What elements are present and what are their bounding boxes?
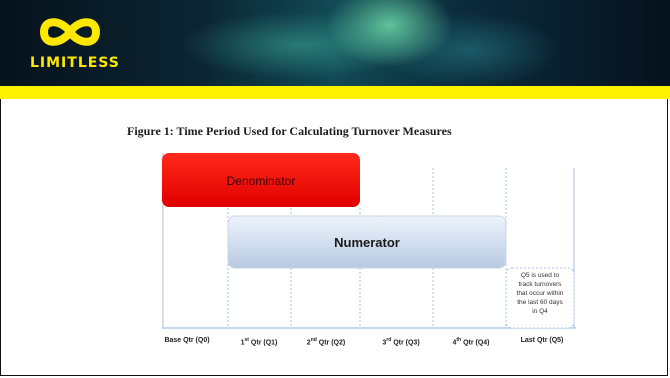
numerator-bar <box>227 215 507 269</box>
turnover-period-diagram: Denominator Numerator Q5 is used to track… <box>162 153 576 329</box>
infinity-icon <box>39 18 101 46</box>
q5-note-box <box>505 267 575 329</box>
quarter-label: 2nd Qtr (Q2) <box>306 337 346 347</box>
denominator-label: Denominator <box>227 174 296 188</box>
quarter-label: 3rd Qtr (Q3) <box>382 337 420 347</box>
accent-bar <box>0 86 670 99</box>
quarter-label: Base Qtr (Q0) <box>164 337 210 344</box>
numerator-label: Numerator <box>334 235 400 250</box>
denominator-bar <box>162 153 360 207</box>
figure-title: Figure 1: Time Period Used for Calculati… <box>127 124 452 138</box>
quarter-label: 4th Qtr (Q4) <box>452 337 490 347</box>
header-banner <box>0 0 670 86</box>
q5-note-line: track turnovers <box>519 281 563 288</box>
q5-note-line: that occur within <box>517 290 564 297</box>
quarter-label: 1st Qtr (Q1) <box>240 337 278 347</box>
quarter-label: Last Qtr (Q5) <box>520 337 564 344</box>
q5-note-line: Q5 is used to <box>521 272 560 279</box>
q5-note-text: Q5 is used to track turnovers that occur w… <box>517 272 564 315</box>
q5-note-line: in Q4 <box>532 308 548 315</box>
q5-note-line: the last 60 days <box>517 299 563 306</box>
logo-text: LIMITLESS <box>30 55 120 71</box>
